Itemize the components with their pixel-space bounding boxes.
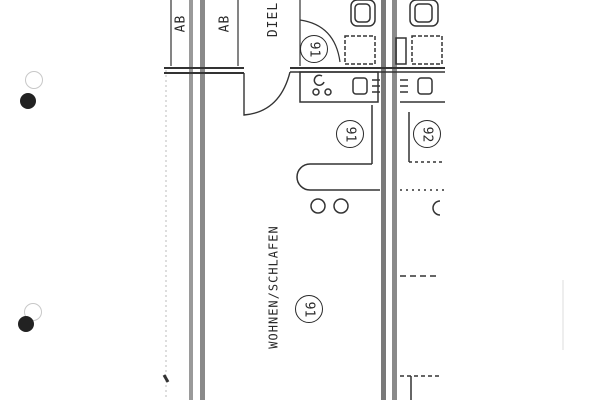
main-wall-right <box>381 0 397 400</box>
punch-hole-lower <box>18 316 34 332</box>
room-label-wohnen-schlafen: WOHNEN/SCHLAFEN <box>266 225 281 349</box>
room-number-hall: 91 <box>300 35 328 63</box>
room-label-ab-2: AB <box>217 14 233 33</box>
door-swing-top <box>299 19 341 63</box>
bath-partition <box>162 105 445 400</box>
room-number-text: 91 <box>342 126 358 142</box>
kitchenette <box>299 0 445 103</box>
punch-hole-upper-ring <box>25 71 43 89</box>
room-number-kitchen: 91 <box>336 120 364 148</box>
room-number-text: 92 <box>419 126 435 142</box>
top-horizontal-wall <box>164 0 445 74</box>
room-number-text: 91 <box>301 301 317 317</box>
main-wall-left <box>165 0 205 400</box>
punch-hole-upper <box>20 93 36 109</box>
room-number-text: 91 <box>306 41 322 57</box>
room-number-living: 91 <box>295 295 323 323</box>
room-label-diele: DIEL <box>266 1 282 38</box>
door-swing <box>243 71 291 116</box>
room-number-neighbor: 92 <box>413 120 441 148</box>
room-label-ab-1: AB <box>173 14 189 33</box>
